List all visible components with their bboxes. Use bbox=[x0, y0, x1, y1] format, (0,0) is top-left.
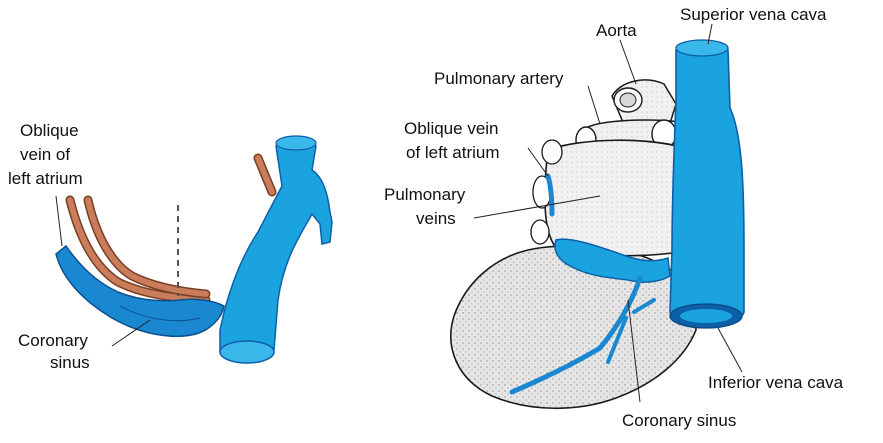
label-pulmonary-veins-1: Pulmonary bbox=[384, 184, 465, 205]
label-left-oblique-3: left atrium bbox=[8, 168, 83, 189]
leader-aorta bbox=[620, 40, 636, 84]
leader-left-oblique bbox=[56, 196, 62, 246]
label-left-oblique-2: vein of bbox=[20, 144, 70, 165]
leader-ivc bbox=[718, 328, 742, 372]
label-pulmonary-veins-2: veins bbox=[416, 208, 456, 229]
vena-cava bbox=[670, 40, 744, 328]
label-left-oblique-1: Oblique bbox=[20, 120, 79, 141]
label-left-coronary-2: sinus bbox=[50, 352, 90, 373]
left-vena-cava bbox=[220, 136, 332, 363]
label-left-coronary-1: Coronary bbox=[18, 330, 88, 351]
left-panel bbox=[56, 136, 332, 363]
label-superior-vena-cava: Superior vena cava bbox=[680, 4, 826, 25]
label-aorta: Aorta bbox=[596, 20, 637, 41]
label-right-oblique-2: of left atrium bbox=[406, 142, 500, 163]
label-inferior-vena-cava: Inferior vena cava bbox=[708, 372, 843, 393]
leader-pulmonary-artery bbox=[588, 86, 600, 124]
label-right-coronary-sinus: Coronary sinus bbox=[622, 410, 736, 431]
label-pulmonary-artery: Pulmonary artery bbox=[434, 68, 563, 89]
label-right-oblique-1: Oblique vein bbox=[404, 118, 499, 139]
